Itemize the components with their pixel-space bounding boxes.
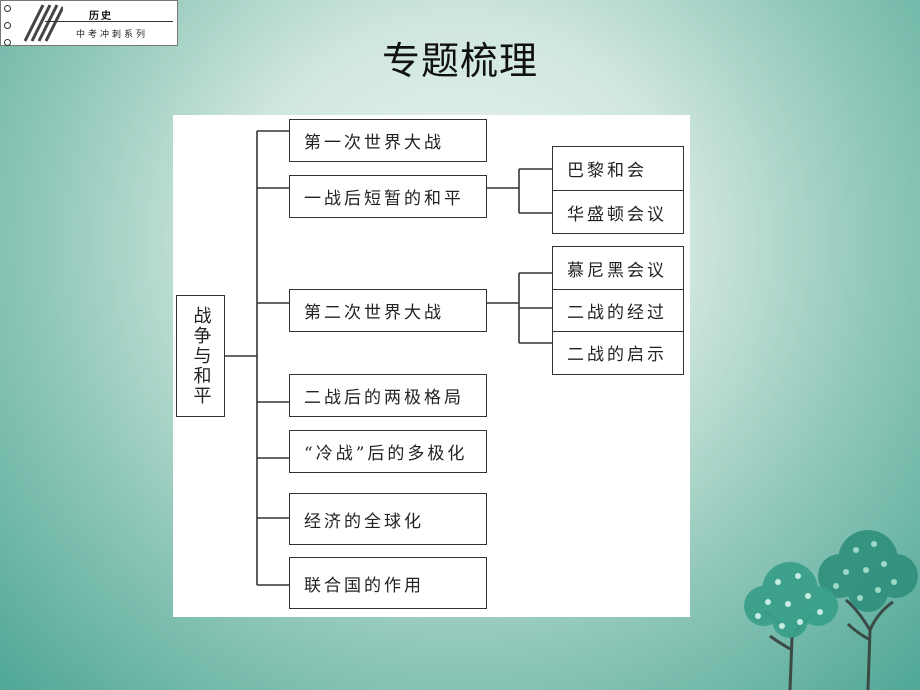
stripes-decoration: [23, 4, 63, 42]
branch-label: 二战后的两极格局: [304, 388, 464, 408]
branch-node: 第二次世界大战: [289, 289, 487, 332]
branch-node: 经济的全球化: [289, 493, 487, 545]
branch-label: 经济的全球化: [304, 511, 424, 532]
branch-label: 第一次世界大战: [304, 133, 444, 153]
branch-label: “冷战”后的多极化: [304, 444, 468, 464]
tree-icon: [744, 530, 918, 690]
subject-label: 历史: [89, 11, 113, 22]
branch-node: 二战后的两极格局: [289, 374, 487, 417]
series-label: 中考冲刺系列: [75, 30, 148, 40]
sub-node-group: 慕尼黑会议 二战的经过 二战的启示: [552, 246, 684, 375]
sub-node: 巴黎和会: [567, 161, 647, 181]
header-badge: 历史 中考冲刺系列: [0, 0, 178, 46]
sub-node: 二战的经过: [553, 289, 683, 331]
connector-lines: [225, 130, 552, 586]
branch-node: 一战后短暂的和平: [289, 175, 487, 218]
branch-node: “冷战”后的多极化: [289, 430, 487, 473]
sub-node: 慕尼黑会议: [567, 260, 667, 281]
branch-node: 联合国的作用: [289, 557, 487, 609]
branch-label: 联合国的作用: [304, 575, 424, 596]
page-title: 专题梳理: [381, 39, 538, 83]
binder-dots: [4, 5, 11, 56]
sub-node: 二战的启示: [553, 331, 683, 373]
root-node: 战争与和平: [176, 295, 225, 417]
branch-node: 第一次世界大战: [289, 119, 487, 162]
root-label: 战争与和平: [190, 306, 212, 406]
branch-label: 第二次世界大战: [304, 303, 444, 323]
sub-node: 华盛顿会议: [553, 190, 683, 233]
sub-node-group: 巴黎和会 华盛顿会议: [552, 146, 684, 234]
header-rule: [45, 7, 173, 22]
branch-label: 一战后短暂的和平: [304, 189, 464, 209]
concept-map: 战争与和平 第一次世界大战 一战后短暂的和平 第二次世界大战 二战后的两极格局 …: [173, 115, 690, 617]
